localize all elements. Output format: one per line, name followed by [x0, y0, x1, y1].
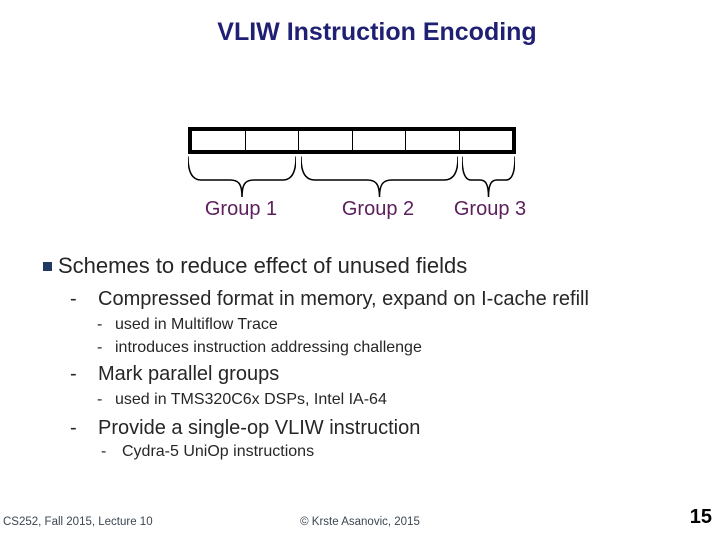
bullet-level1: Schemes to reduce effect of unused field… — [58, 253, 468, 278]
square-bullet-icon — [43, 262, 52, 271]
bullet-level3: -introduces instruction addressing chall… — [97, 338, 422, 358]
footer-copyright: © Krste Asanovic, 2015 — [300, 516, 420, 528]
dash-bullet: - — [70, 363, 77, 385]
dash-bullet: - — [97, 391, 103, 408]
bullet-level3: -Cydra-5 UniOp instructions — [101, 442, 314, 462]
dash-bullet: - — [97, 339, 103, 356]
underbrace-group3-icon — [462, 156, 515, 199]
footer-course-label: CS252, Fall 2015, Lecture 10 — [3, 516, 153, 528]
instruction-field-cell — [460, 131, 513, 150]
dash-bullet: - — [70, 288, 77, 310]
instruction-field-cell — [353, 131, 406, 150]
underbrace-group1-icon — [188, 156, 296, 199]
bullet-level3: -used in TMS320C6x DSPs, Intel IA-64 — [97, 390, 387, 410]
bullet-level3: -used in Multiflow Trace — [97, 315, 278, 335]
instruction-word-box — [188, 127, 516, 154]
instruction-field-cell — [299, 131, 353, 150]
bullet-level2: -Provide a single-op VLIW instruction — [70, 416, 420, 441]
instruction-field-cell — [246, 131, 299, 150]
group2-label: Group 2 — [341, 198, 415, 220]
bullet-level3-text: introduces instruction addressing challe… — [115, 339, 422, 356]
instruction-field-cell — [192, 131, 246, 150]
bullet-level2-text: Mark parallel groups — [98, 363, 280, 385]
bullet-level3-text: used in TMS320C6x DSPs, Intel IA-64 — [115, 391, 387, 408]
slide-title: VLIW Instruction Encoding — [217, 18, 537, 46]
slide-page-number: 15 — [689, 506, 712, 528]
bullet-level3-text: used in Multiflow Trace — [115, 316, 278, 333]
dash-bullet: - — [70, 417, 77, 439]
group3-label: Group 3 — [453, 198, 527, 220]
bullet-level2: -Mark parallel groups — [70, 362, 279, 387]
dash-bullet: - — [101, 443, 107, 460]
group1-label: Group 1 — [204, 198, 278, 220]
bullet-level3-text: Cydra-5 UniOp instructions — [122, 443, 315, 460]
instruction-field-cell — [406, 131, 460, 150]
dash-bullet: - — [97, 316, 103, 333]
bullet-level2-text: Compressed format in memory, expand on I… — [98, 288, 589, 310]
bullet-level2: -Compressed format in memory, expand on … — [70, 287, 589, 312]
underbrace-group2-icon — [301, 156, 458, 199]
bullet-level2-text: Provide a single-op VLIW instruction — [98, 417, 421, 439]
